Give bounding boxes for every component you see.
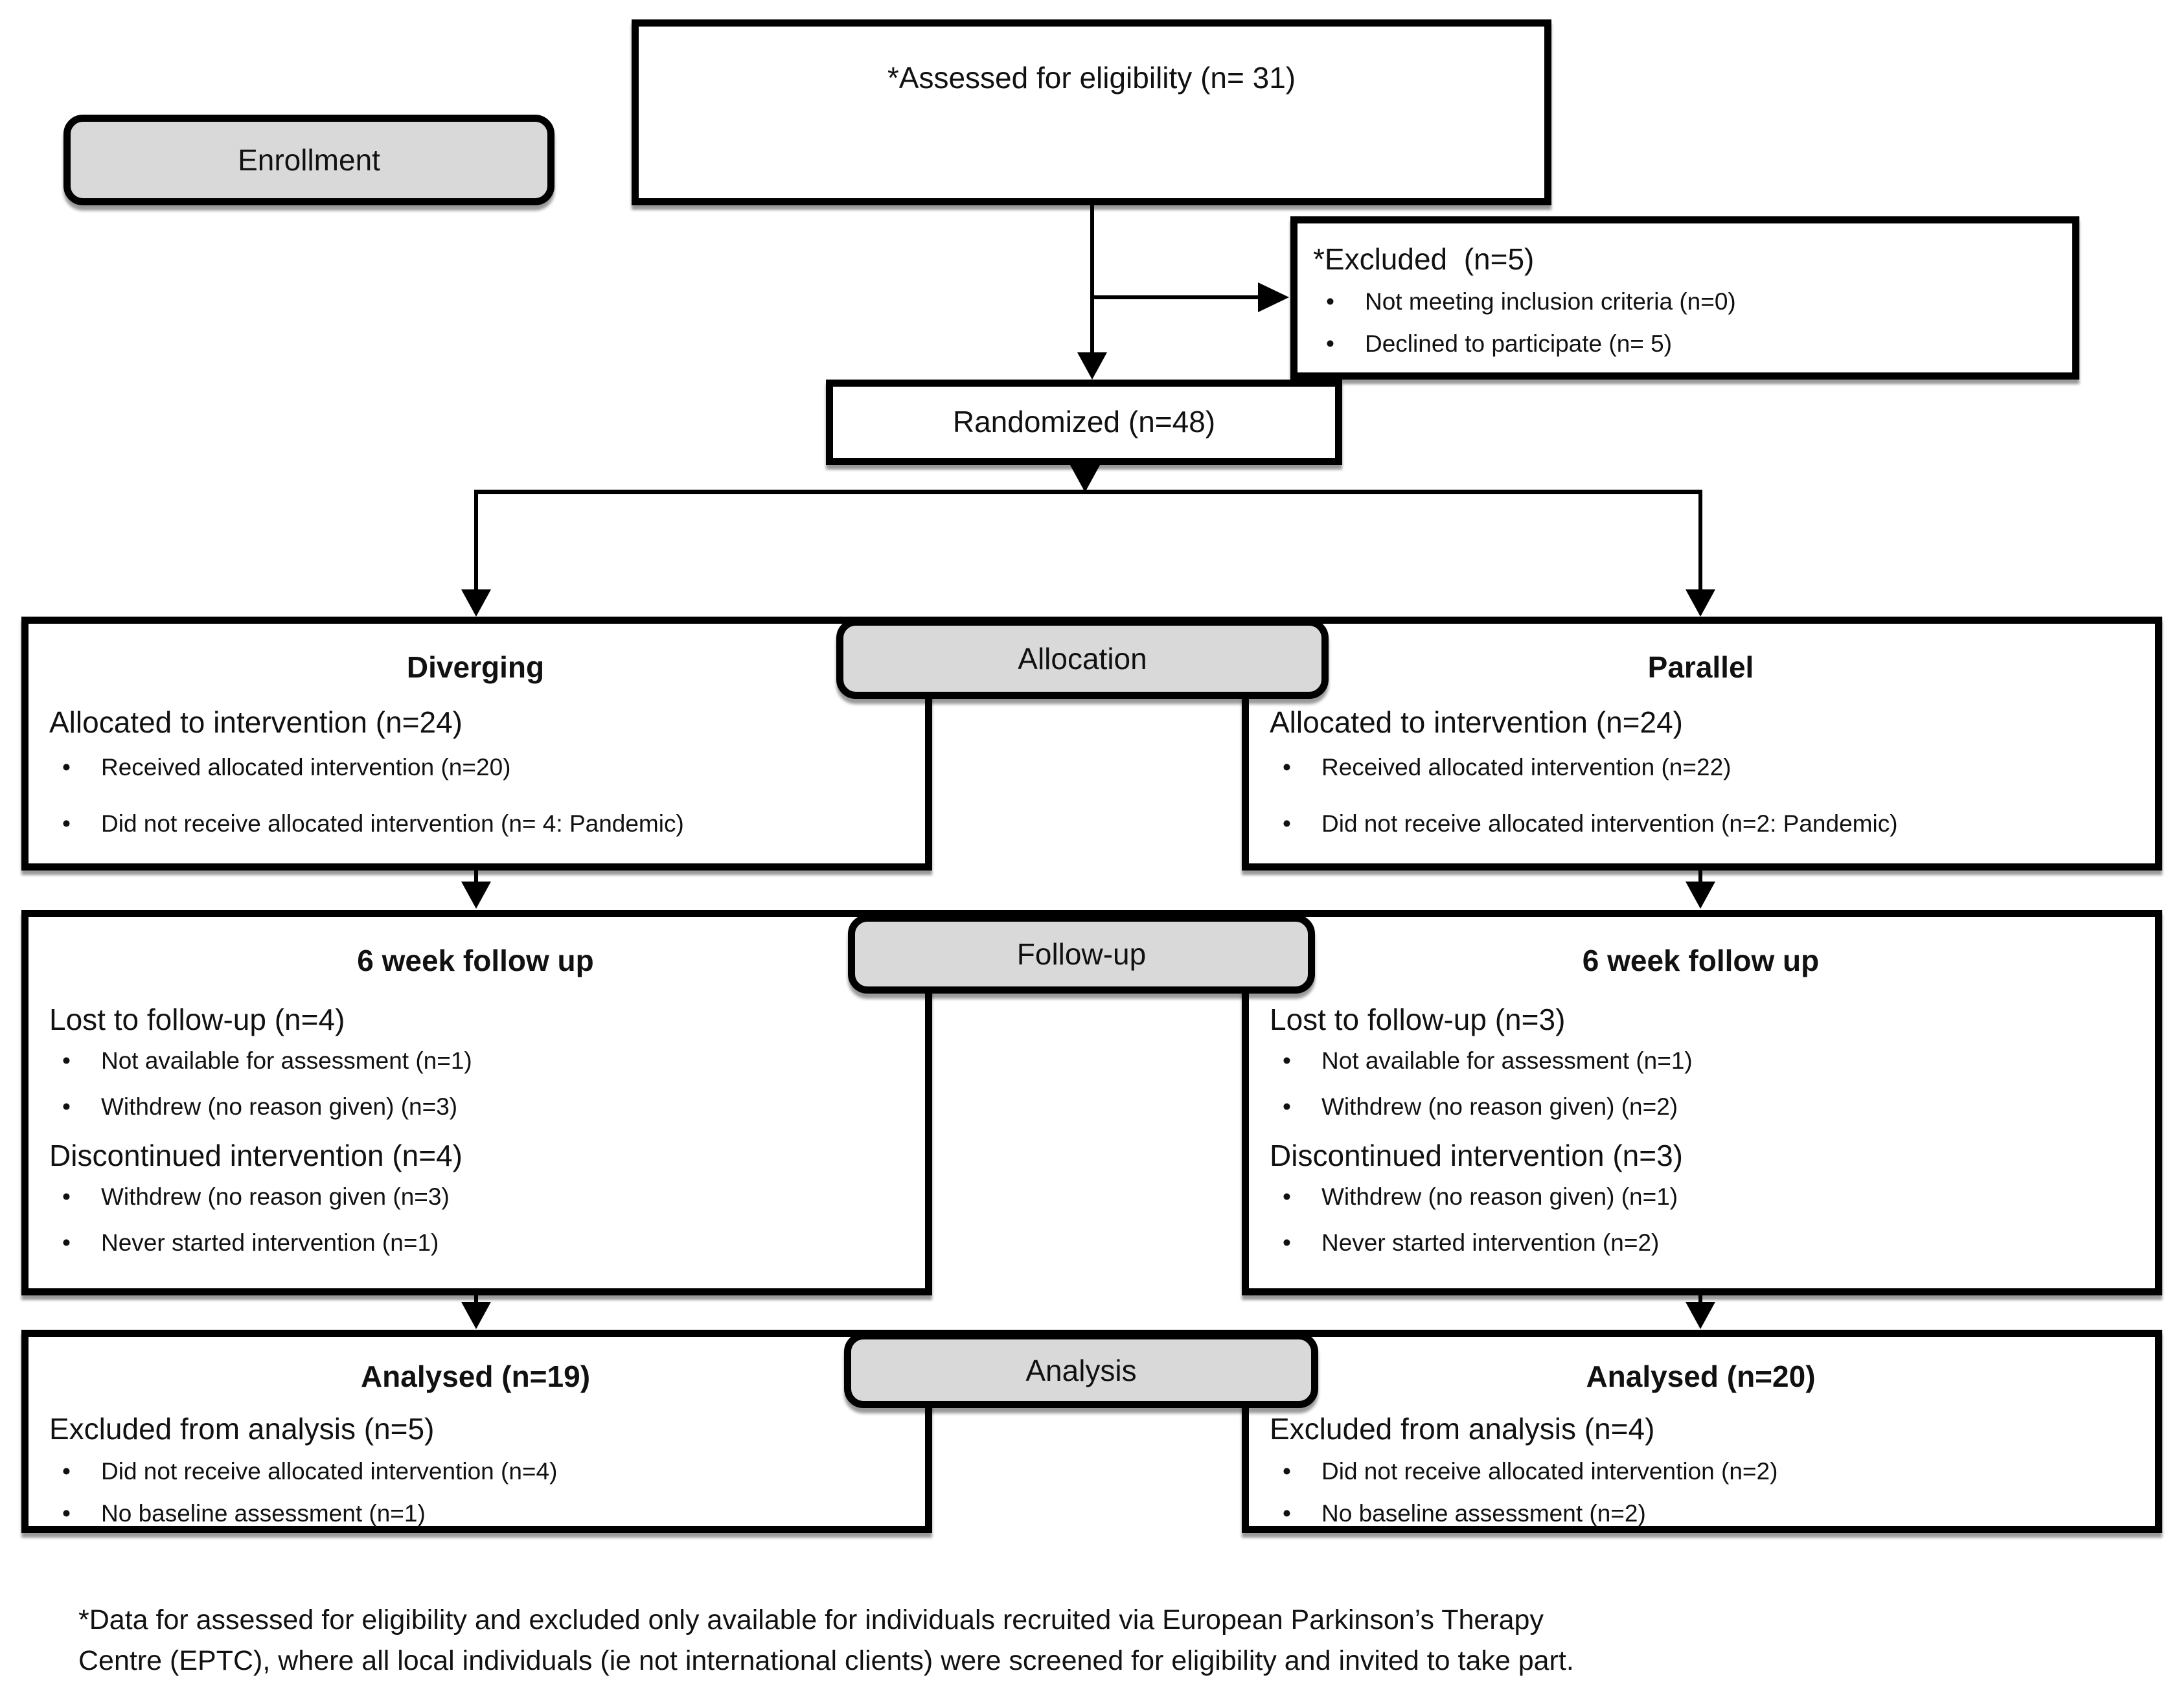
arrow-followup-analysis-left-stem [474, 1293, 478, 1306]
excluded-box: *Excluded (n=5) Not meeting inclusion cr… [1290, 216, 2079, 380]
diverging-analysis-bullet: No baseline assessment (n=1) [49, 1499, 902, 1528]
parallel-excluded-analysis-heading: Excluded from analysis (n=4) [1270, 1412, 1655, 1446]
parallel-allocation-bullet: Received allocated intervention (n=22) [1270, 753, 2132, 782]
arrow-to-excluded-head-icon [1258, 282, 1289, 312]
diverging-followup-box: 6 week follow up Lost to follow-up (n=4)… [21, 910, 932, 1295]
randomized-box: Randomized (n=48) [826, 380, 1342, 465]
parallel-analysed-title: Analysed (n=20) [1586, 1360, 1816, 1393]
parallel-analysis-bullet: No baseline assessment (n=2) [1270, 1499, 2132, 1528]
diverging-followup-bullet: Never started intervention (n=1) [49, 1229, 902, 1257]
followup-stage-text: Follow-up [1016, 937, 1147, 971]
parallel-allocated-heading: Allocated to intervention (n=24) [1270, 705, 1684, 740]
arrow-alloc-followup-left-stem [474, 868, 478, 885]
parallel-followup-title: 6 week follow up [1582, 944, 1820, 977]
arrow-assessed-to-randomized-stem [1090, 203, 1094, 353]
diverging-excluded-analysis-heading: Excluded from analysis (n=5) [49, 1412, 435, 1446]
branch-right-drop-stem [1698, 490, 1702, 591]
assessed-text: *Assessed for eligibility (n= 31) [887, 61, 1296, 95]
footnote-line-1: *Data for assessed for eligibility and e… [78, 1604, 1544, 1635]
branch-left-drop-stem [474, 490, 478, 591]
diverging-followup-bullet: Withdrew (no reason given) (n=3) [49, 1093, 902, 1121]
diverging-analysis-bullet: Did not receive allocated intervention (… [49, 1457, 902, 1486]
arrow-assessed-to-randomized-head-icon [1077, 352, 1107, 380]
branch-right-drop-head-icon [1686, 589, 1715, 617]
excluded-bullet: Declined to participate (n= 5) [1313, 330, 2053, 358]
followup-stage-label: Follow-up [848, 915, 1315, 994]
diverging-allocation-bullet: Received allocated intervention (n=20) [49, 753, 902, 782]
excluded-heading: *Excluded (n=5) [1313, 242, 1535, 276]
assessed-box: *Assessed for eligibility (n= 31) [632, 19, 1551, 205]
parallel-discontinued-heading: Discontinued intervention (n=3) [1270, 1139, 1683, 1173]
diverging-allocated-heading: Allocated to intervention (n=24) [49, 705, 463, 740]
parallel-analysis-bullet: Did not receive allocated intervention (… [1270, 1457, 2132, 1486]
parallel-allocation-bullet: Did not receive allocated intervention (… [1270, 810, 2132, 838]
parallel-followup-bullet: Not available for assessment (n=1) [1270, 1047, 2132, 1075]
diverging-analysis-box: Analysed (n=19) Excluded from analysis (… [21, 1330, 932, 1533]
randomization-branch-line [474, 490, 1702, 494]
footnote-line-2: Centre (EPTC), where all local individua… [78, 1645, 1574, 1676]
arrow-alloc-followup-left-head-icon [461, 882, 491, 909]
arrow-followup-analysis-left-head-icon [461, 1302, 491, 1329]
parallel-followup-bullet: Withdrew (no reason given) (n=2) [1270, 1093, 2132, 1121]
allocation-stage-label: Allocation [836, 619, 1329, 699]
diverging-title: Diverging [406, 650, 545, 684]
footnote: *Data for assessed for eligibility and e… [78, 1600, 2125, 1681]
diverging-allocation-box: Diverging Allocated to intervention (n=2… [21, 617, 932, 871]
parallel-title: Parallel [1647, 650, 1754, 684]
arrow-followup-analysis-right-head-icon [1686, 1302, 1715, 1329]
arrow-randomized-head-icon [1070, 465, 1100, 492]
arrow-to-excluded-stem [1092, 295, 1259, 299]
diverging-lost-heading: Lost to follow-up (n=4) [49, 1003, 345, 1037]
arrow-alloc-followup-right-stem [1698, 868, 1702, 885]
parallel-analysis-box: Analysed (n=20) Excluded from analysis (… [1242, 1330, 2162, 1533]
diverging-followup-bullet: Withdrew (no reason given (n=3) [49, 1183, 902, 1211]
parallel-followup-box: 6 week follow up Lost to follow-up (n=3)… [1242, 910, 2162, 1295]
branch-left-drop-head-icon [461, 589, 491, 617]
diverging-followup-title: 6 week follow up [357, 944, 594, 977]
parallel-allocation-box: Parallel Allocated to intervention (n=24… [1242, 617, 2162, 871]
analysis-stage-label: Analysis [844, 1332, 1318, 1408]
parallel-followup-bullet: Never started intervention (n=2) [1270, 1229, 2132, 1257]
enrollment-stage-text: Enrollment [238, 143, 380, 177]
excluded-bullet: Not meeting inclusion criteria (n=0) [1313, 288, 2053, 316]
arrow-alloc-followup-right-head-icon [1686, 882, 1715, 909]
enrollment-stage-label: Enrollment [63, 115, 554, 205]
followup-row-top-line [21, 910, 2162, 917]
diverging-analysed-title: Analysed (n=19) [360, 1360, 591, 1393]
randomized-text: Randomized (n=48) [952, 405, 1216, 439]
diverging-discontinued-heading: Discontinued intervention (n=4) [49, 1139, 463, 1173]
diverging-allocation-bullet: Did not receive allocated intervention (… [49, 810, 902, 838]
parallel-lost-heading: Lost to follow-up (n=3) [1270, 1003, 1566, 1037]
analysis-stage-text: Analysis [1025, 1353, 1137, 1387]
arrow-followup-analysis-right-stem [1698, 1293, 1702, 1306]
parallel-followup-bullet: Withdrew (no reason given) (n=1) [1270, 1183, 2132, 1211]
allocation-stage-text: Allocation [1018, 642, 1147, 676]
diverging-followup-bullet: Not available for assessment (n=1) [49, 1047, 902, 1075]
